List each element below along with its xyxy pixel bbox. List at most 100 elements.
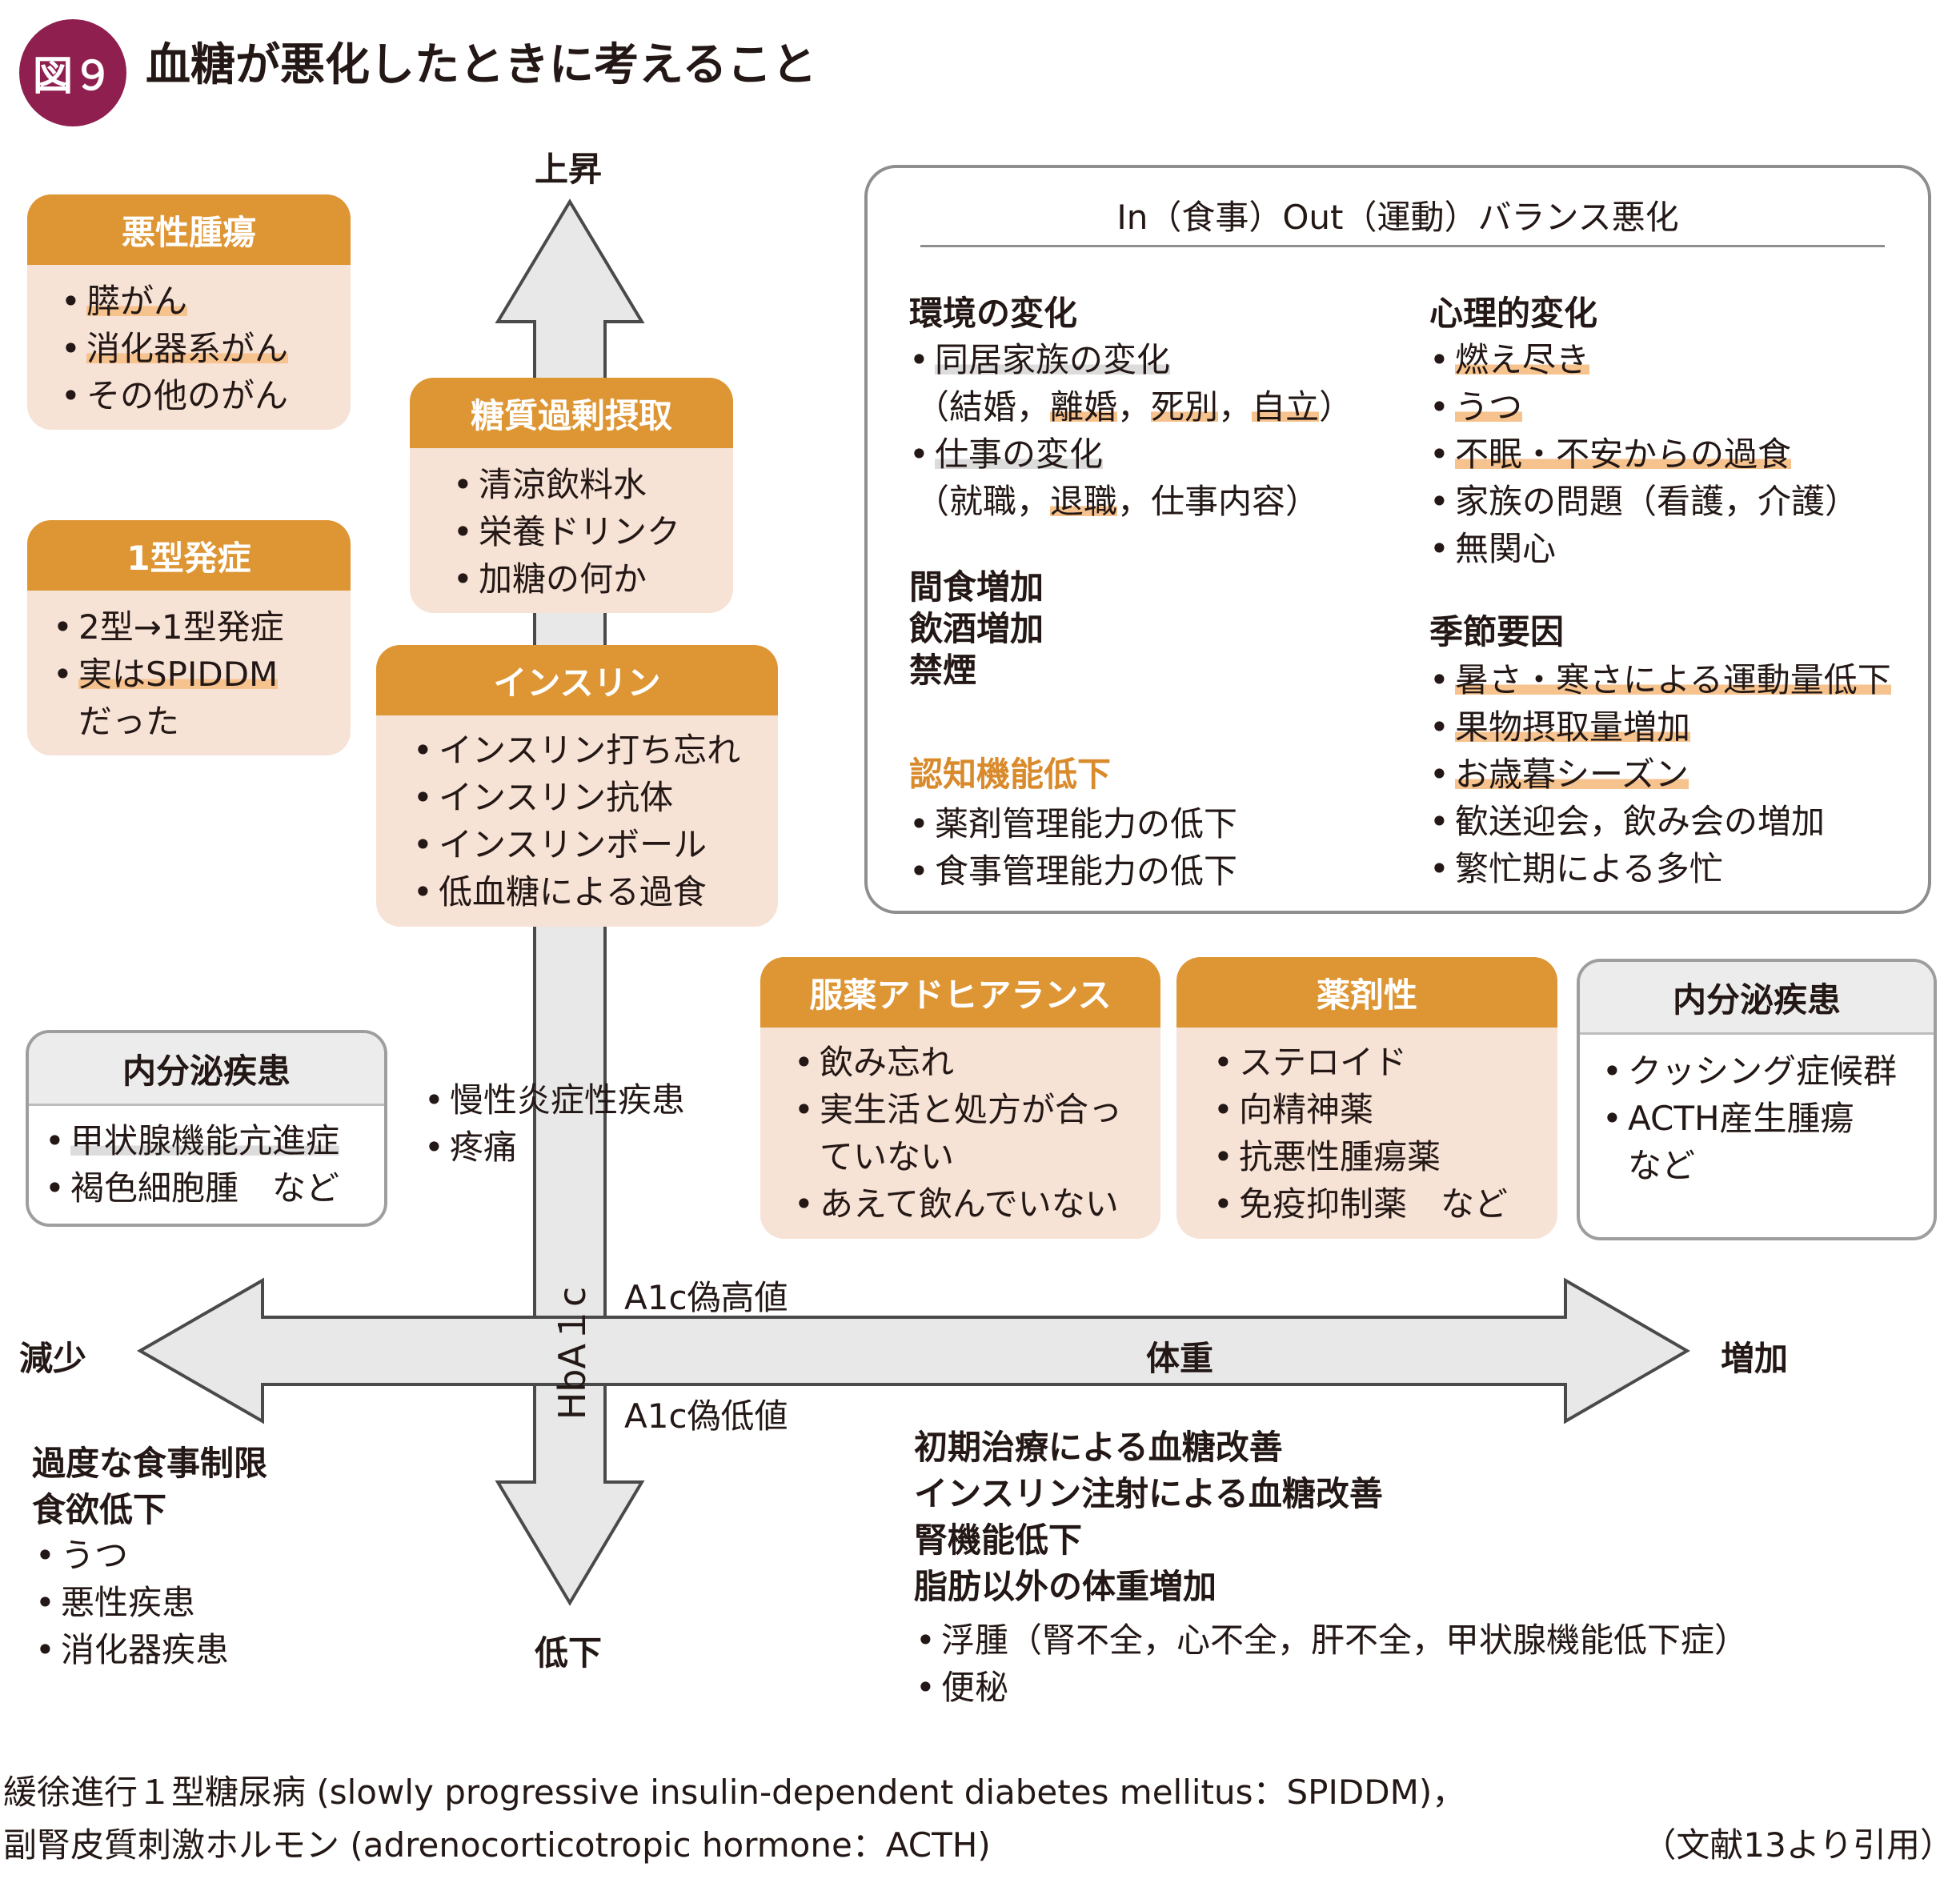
cause-line: 食欲低下 (32, 1490, 167, 1529)
list-item-continuation: ていない (820, 1137, 955, 1176)
list-item: 疼痛 (423, 1124, 685, 1171)
list-item: 不眠・不安からの過食 (1428, 431, 1858, 478)
divider (920, 245, 1885, 247)
lower-left-list: うつ 悪性疾患 消化器疾患 (34, 1532, 229, 1673)
list-item: 家族の問題（看護，介護） (1428, 478, 1858, 525)
footnote-line-1: 緩徐進行１型糖尿病 (slowly progressive insulin-de… (3, 1773, 1466, 1812)
horizontal-arrow (136, 1277, 1690, 1424)
drug-title: 薬剤性 (1176, 957, 1557, 1028)
x-axis-right-label: 増加 (1721, 1339, 1789, 1378)
x-axis-name: 体重 (1146, 1339, 1214, 1378)
list-item: 実はSPIDDM (51, 651, 351, 698)
list-item: 食事管理能力の低下 (908, 847, 1237, 895)
list-item: 仕事の変化 (908, 431, 1353, 478)
list-item: 2型→1型発症 (51, 603, 351, 651)
inout-balance-box: In（食事）Out（運動）バランス悪化 環境の変化 同居家族の変化 （結婚，離婚… (864, 165, 1931, 914)
list-item: あえて飲んでいない (792, 1180, 1160, 1228)
type1-title: 1型発症 (27, 520, 351, 591)
list-item: 飲み忘れ (792, 1039, 1160, 1086)
cause-line: インスリン注射による血糖改善 (914, 1474, 1383, 1513)
cause-line: 腎機能低下 (914, 1520, 1083, 1560)
list-item: 膵がん (59, 278, 351, 325)
figure-title: 血糖が悪化したときに考えること (146, 39, 817, 91)
endocrine-left-box: 内分泌疾患 甲状腺機能亢進症 褐色細胞腫 など (26, 1030, 387, 1227)
cognitive-list: 薬剤管理能力の低下 食事管理能力の低下 (908, 800, 1237, 895)
adherence-title: 服薬アドヒアランス (760, 957, 1160, 1028)
list-item: 同居家族の変化 (908, 336, 1353, 383)
endocrine-right-title: 内分泌疾患 (1580, 962, 1934, 1035)
list-item: 繁忙期による多忙 (1428, 845, 1891, 892)
list-item: 果物摂取量増加 (1428, 703, 1891, 751)
a1c-high-label: A1c偽高値 (624, 1278, 788, 1317)
list-item: お歳暮シーズン (1428, 751, 1891, 798)
carb-title: 糖質過剰摂取 (410, 378, 733, 448)
drug-box: 薬剤性 ステロイド 向精神薬 抗悪性腫瘍薬 免疫抑制薬 など (1176, 957, 1557, 1239)
list-item-continuation: など (1628, 1146, 1696, 1185)
list-item: 無関心 (1428, 525, 1858, 572)
list-item: 抗悪性腫瘍薬 (1212, 1133, 1557, 1180)
list-item: インスリン打ち忘れ (411, 727, 778, 774)
cause-line: 脂肪以外の体重増加 (914, 1567, 1217, 1606)
season-title: 季節要因 (1429, 612, 1565, 651)
list-item: 悪性疾患 (34, 1579, 229, 1626)
lower-right-causes: 初期治療による血糖改善 インスリン注射による血糖改善 腎機能低下 脂肪以外の体重… (914, 1424, 1383, 1610)
list-item: クッシング症候群 (1601, 1048, 1934, 1095)
list-item: インスリン抗体 (411, 774, 778, 821)
arrow-center (536, 1319, 603, 1383)
list-item: うつ (1428, 383, 1858, 431)
insulin-box: インスリン インスリン打ち忘れ インスリン抗体 インスリンボール 低血糖による過… (376, 645, 778, 927)
list-item: 低血糖による過食 (411, 868, 778, 915)
list-item-detail: （結婚，離婚，死別，自立） (916, 387, 1353, 427)
figure-badge: 図９ (19, 19, 126, 126)
carb-box: 糖質過剰摂取 清涼飲料水 栄養ドリンク 加糖の何か (410, 378, 733, 613)
list-item: 消化器疾患 (34, 1626, 229, 1673)
list-item: 浮腫（腎不全，心不全，肝不全，甲状腺機能低下症） (914, 1617, 1748, 1664)
list-item: 加糖の何か (451, 555, 733, 603)
list-item: 褐色細胞腫 など (43, 1164, 384, 1212)
list-item: 暑さ・寒さによる運動量低下 (1428, 656, 1891, 703)
habit-quit-smoking: 禁煙 (909, 651, 977, 690)
lower-right-list: 浮腫（腎不全，心不全，肝不全，甲状腺機能低下症） 便秘 (914, 1617, 1748, 1711)
list-item: 甲状腺機能亢進症 (43, 1117, 384, 1164)
list-item-detail: （就職，退職，仕事内容） (916, 482, 1320, 521)
list-item: 便秘 (914, 1664, 1748, 1711)
list-item: うつ (34, 1532, 229, 1579)
list-item: 向精神薬 (1212, 1086, 1557, 1133)
psych-title: 心理的変化 (1429, 294, 1598, 333)
psych-list: 燃え尽き うつ 不眠・不安からの過食 家族の問題（看護，介護） 無関心 (1428, 336, 1858, 572)
x-axis-left-label: 減少 (19, 1339, 87, 1378)
list-item: 慢性炎症性疾患 (423, 1076, 685, 1124)
insulin-title: インスリン (376, 645, 778, 715)
list-item: ACTH産生腫瘍 (1601, 1095, 1934, 1142)
list-item: ステロイド (1212, 1039, 1557, 1086)
endocrine-right-box: 内分泌疾患 クッシング症候群 ACTH産生腫瘍 など (1577, 959, 1937, 1240)
list-item-continuation: だった (78, 702, 180, 741)
malignant-title: 悪性腫瘍 (27, 194, 351, 265)
malignant-box: 悪性腫瘍 膵がん 消化器系がん その他のがん (27, 194, 351, 430)
cause-line: 初期治療による血糖改善 (914, 1428, 1283, 1467)
habit-drinking: 飲酒増加 (909, 609, 1044, 648)
adherence-box: 服薬アドヒアランス 飲み忘れ 実生活と処方が合っ ていない あえて飲んでいない (760, 957, 1160, 1239)
list-item: 薬剤管理能力の低下 (908, 800, 1237, 847)
cognitive-title: 認知機能低下 (909, 755, 1112, 794)
footnote-line-2: 副腎皮質刺激ホルモン (adrenocorticotropic hormone：… (3, 1825, 991, 1865)
list-item: 清涼飲料水 (451, 461, 733, 508)
cause-line: 過度な食事制限 (32, 1444, 268, 1483)
habit-changes: 間食増加 飲酒増加 禁煙 (909, 567, 1044, 691)
list-item: 免疫抑制薬 など (1212, 1180, 1557, 1228)
endocrine-left-title: 内分泌疾患 (29, 1033, 384, 1106)
inflammation-list: 慢性炎症性疾患 疼痛 (423, 1076, 685, 1171)
list-item: 歓送迎会，飲み会の増加 (1428, 798, 1891, 845)
environment-list: 同居家族の変化 （結婚，離婚，死別，自立） 仕事の変化 （就職，退職，仕事内容） (908, 336, 1353, 525)
y-axis-name: HbA１c (551, 1286, 594, 1420)
citation: （文献13より引用） (1642, 1825, 1954, 1865)
type1-box: 1型発症 2型→1型発症 実はSPIDDM だった (27, 520, 351, 755)
list-item: 実生活と処方が合っ (792, 1086, 1160, 1133)
list-item: インスリンボール (411, 821, 778, 868)
list-item: 燃え尽き (1428, 336, 1858, 383)
list-item: その他のがん (59, 372, 351, 419)
environment-title: 環境の変化 (909, 294, 1078, 333)
y-axis-bottom-label: 低下 (535, 1633, 603, 1673)
y-axis-top-label: 上昇 (535, 150, 603, 189)
season-list: 暑さ・寒さによる運動量低下 果物摂取量増加 お歳暮シーズン 歓送迎会，飲み会の増… (1428, 656, 1891, 892)
